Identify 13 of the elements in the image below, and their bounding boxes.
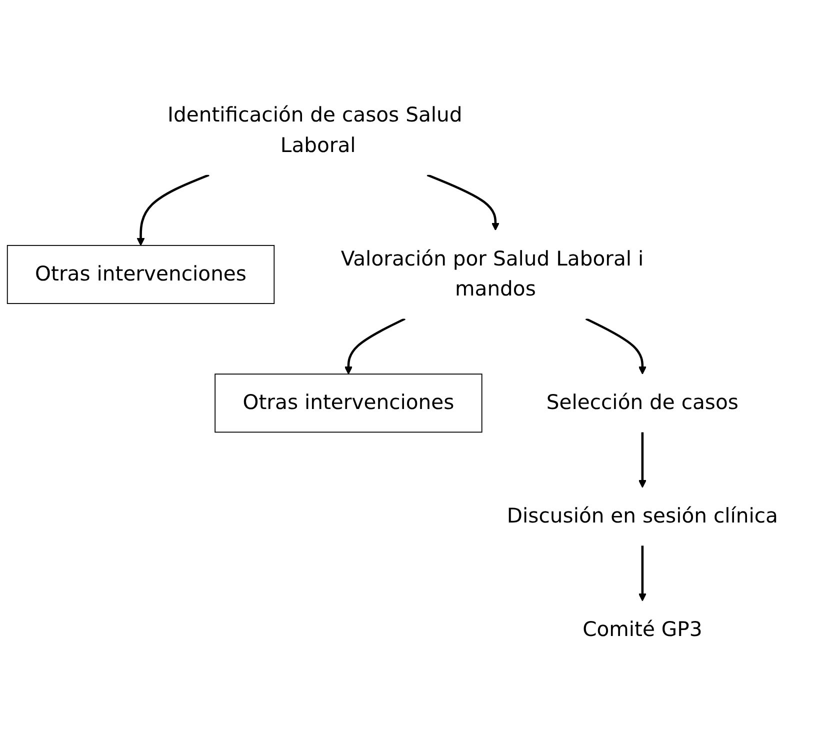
node-text: Comité GP3 — [582, 618, 702, 642]
node-text: Identificación de casos Salud Laboral — [168, 104, 462, 158]
arrow — [136, 174, 210, 246]
node-text: Valoración por Salud Laboral i mandos — [340, 248, 644, 302]
arrow — [426, 174, 500, 230]
node-box: Otras intervenciones — [214, 373, 482, 432]
arrow — [638, 432, 646, 488]
node-text: Discusión en sesión clínica — [506, 504, 778, 528]
arrow — [344, 318, 406, 374]
arrow — [585, 318, 646, 374]
node-box: Otras intervenciones — [6, 244, 275, 304]
node-text: Selección de casos — [546, 391, 738, 414]
arrow — [638, 545, 646, 602]
